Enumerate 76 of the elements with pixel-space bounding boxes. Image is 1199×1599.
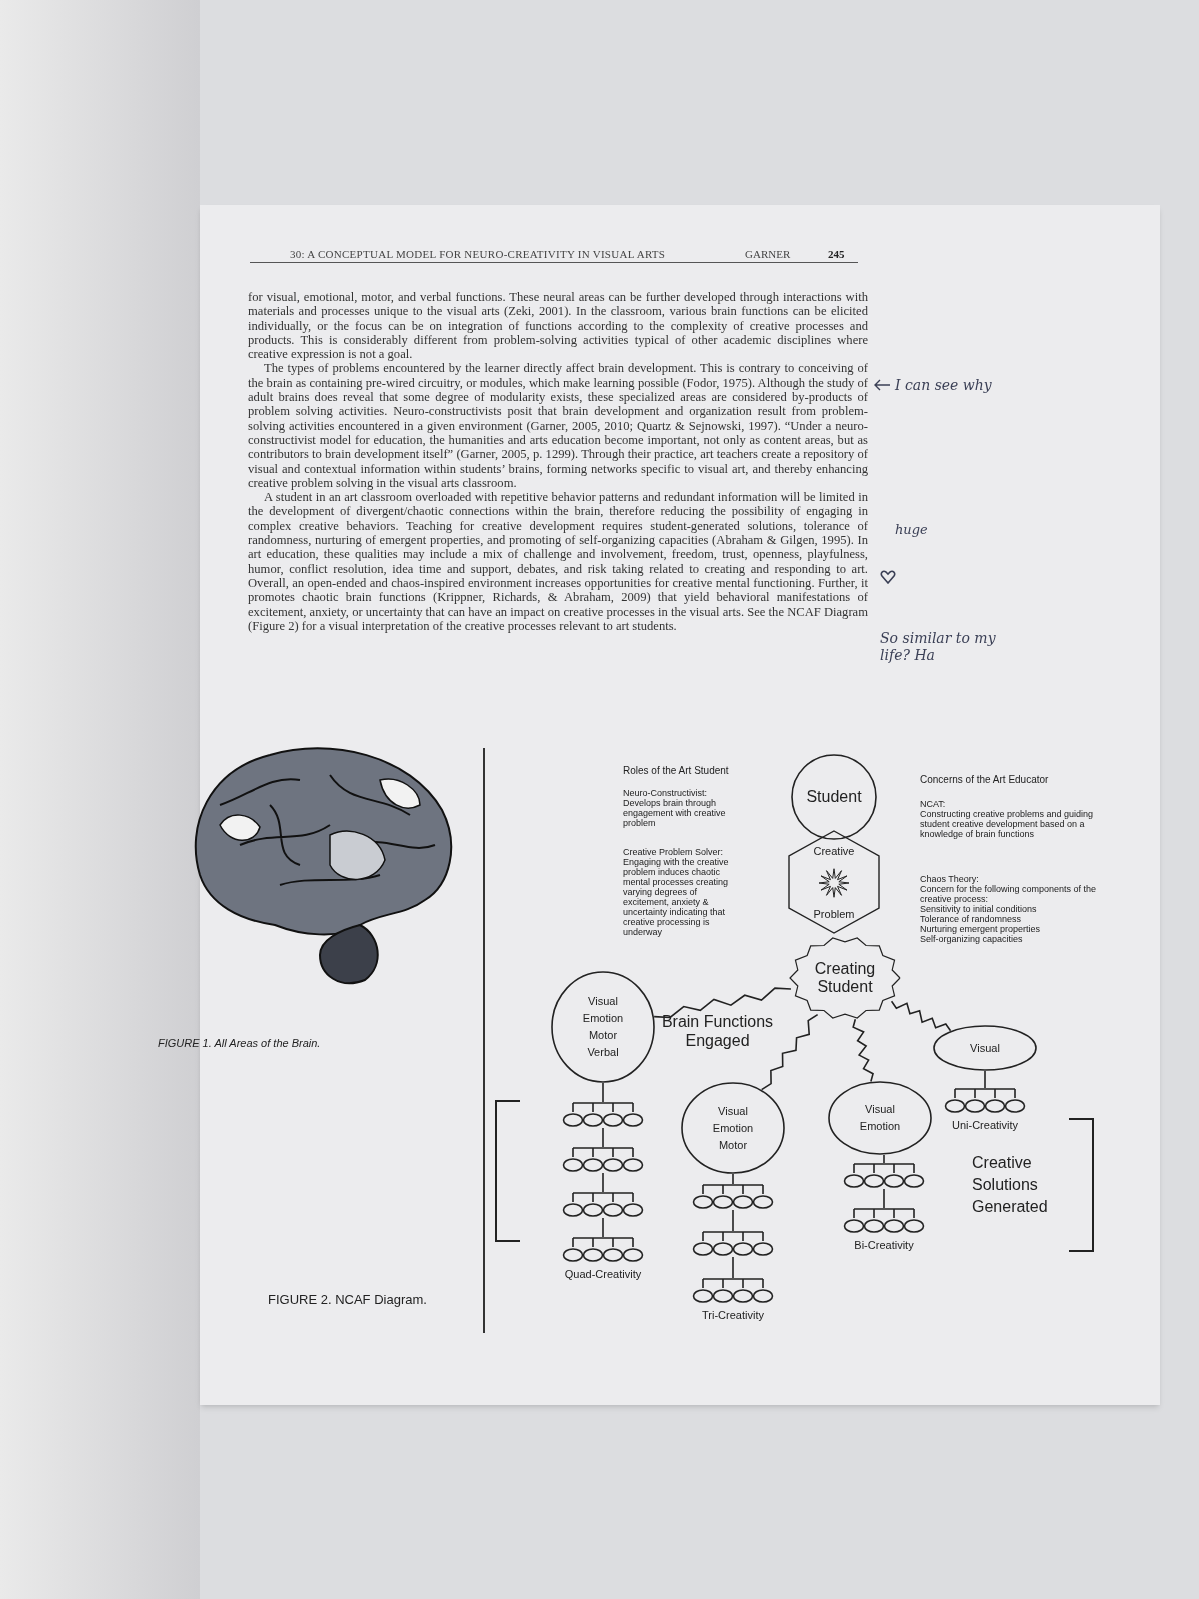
paragraph: for visual, emotional, motor, and verbal functions. These neural areas can be further developed through interactions with materials and processes unique to the visual arts (Zeki, 2001). In the classroom, various brain functions can be elicited individually, or the focus can be on integration of functions according to the complexity of creative processes and products. This is considerably different from problem-solving activities typical of other academic disciplines where creative expression is not a goal. [248,290,868,362]
ellipse-cluster [943,1088,1027,1114]
node-label: Creating Student [813,960,877,996]
ellipse-node [551,971,655,1083]
connector-line [852,1018,874,1083]
paragraph: The types of problems encountered by the learner directly affect brain development. This is contrary to conceiving of the brain as containing pre-wired circuitry, or modules, which make learning possible (Fodor, 1975). Although the study of adult brains does reveal that some degree of modularity exists, these specialized areas are considered by-products of problem solving activities. Neuro-constructivists posit that brain development and organization result from problem-solving activities encountered in a given environment (Garner, 2005, 2010; Quartz & Sejnowski, 1997). “Under a neuro-constructivist model for education, the humanities and arts education become important, not only as content areas, but as contributors to brain development itself” (Garner, 2005, p. 1299). Through their practice, art teachers create a repository of visual and contextual information within students’ brains, forming networks specific to visual art, and thereby enhancing creative problem solving in the visual arts classroom. [248,361,868,491]
connector-line [602,1082,604,1103]
node-label: Emotion [859,1121,901,1132]
connector-line [602,1127,604,1148]
connector-line [653,987,792,1019]
node-label: Verbal [587,1047,619,1058]
connector-line [760,1013,819,1091]
ellipse-cluster [842,1163,926,1189]
node-label: Visual [718,1105,748,1117]
node-label: Emotion [582,1013,624,1024]
cluster-caption: Tri-Creativity [701,1308,765,1323]
ellipse-cluster [561,1147,645,1173]
ellipse-cluster [691,1231,775,1257]
list-item: Tolerance of randomness [920,914,1023,924]
circle-node [791,754,877,840]
handwritten-note: huge [895,521,928,539]
running-header: 30: A CONCEPTUAL MODEL FOR NEURO-CREATIVITY IN VISUAL ARTS [290,247,666,262]
role-title: Creative Problem Solver: [623,847,724,857]
role-description: Engaging with the creative problem induces chaotic mental processes creating varying degrees of excitement, anxiety & uncertainty indicating that creative processing is underway [623,857,730,937]
ellipse-cluster [691,1184,775,1210]
figure-caption: FIGURE 1. All Areas of the Brain. [158,1036,321,1051]
node-label: Visual [588,996,618,1007]
page-number: 245 [828,247,845,262]
node-label: Visual [970,1042,1000,1054]
connector-line [890,1000,952,1032]
diagram-label: Brain Functions Engaged [660,1012,775,1050]
hexagon-node [788,830,880,934]
connector-line [602,1172,604,1193]
connector-line [732,1256,734,1279]
list-item: Sensitivity to initial conditions [920,904,1038,914]
role-title: Neuro-Constructivist: [623,788,708,798]
paragraph: A student in an art classroom overloaded with repetitive behavior patterns and redundant information will be limited in the development of divergent/chaotic connections within the brain, therefore reducing the possibility of engaging in complex creative behaviors. Teaching for creative development requires student-generated solutions, tolerance of randomness, nurturing of emergent properties, and promoting of self-organizing capacities (Abraham & Gilgen, 1995). In art education, these qualities may include a mix of challenge and involvement, freedom, trust, openness, playfulness, humor, conflict resolution, idea time and support, debates, and risk taking related to creating and responding to art. Overall, an open-ended and chaos-inspired environment increases opportunities for creative mental functioning. Further, it promotes chaotic brain functions (Krippner, Richards, & Abraham, 2009) that yield behavioral manifestations of excitement, anxiety, or uncertainty that can have an impact on creative processes in the visual arts. See the NCAF Diagram (Figure 2) for a visual interpretation of the creative processes relevant to art students. [248,490,868,634]
node-label: Problem [813,909,855,920]
node-label: Motor [718,1139,748,1151]
concern-description: Constructing creative problems and guiding student creative development based on a knowledge of brain functions [920,809,1095,839]
column-heading: Concerns of the Art Educator [920,773,1049,787]
ellipse-node [933,1025,1037,1071]
ellipse-cluster [842,1208,926,1234]
handwritten-note: I can see why [895,376,992,395]
ellipse-node [681,1082,785,1174]
handwritten-note: So similar to my life? Ha [880,630,997,664]
ellipse-cluster [561,1237,645,1263]
connector-line [732,1173,734,1185]
concern-title: Chaos Theory: [920,874,980,884]
node-label: Visual [865,1104,895,1115]
diagram-label: Creative Solutions Generated [972,1153,1049,1217]
node-label: Student [805,788,863,806]
list-item: Nurturing emergent properties [920,924,1042,934]
ellipse-cluster [561,1102,645,1128]
list-item: Self-organizing capacities [920,934,1024,944]
author-name: GARNER [745,247,791,262]
ellipse-node [828,1081,932,1155]
connector-line [883,1188,885,1209]
cluster-caption: Quad-Creativity [563,1267,643,1282]
connector-line [732,1209,734,1232]
concern-title: NCAT: [920,799,946,809]
connector-line [602,1217,604,1238]
ellipse-cluster [691,1278,775,1304]
node-label: Motor [588,1030,618,1041]
node-label: Emotion [712,1122,754,1134]
role-description: Develops brain through engagement with creative problem [623,798,727,828]
connector-line [984,1070,986,1089]
cluster-caption: Bi-Creativity [853,1238,915,1253]
figure-caption: FIGURE 2. NCAF Diagram. [268,1291,427,1309]
connector-line [883,1154,885,1164]
cluster-caption: Uni-Creativity [951,1118,1019,1133]
ellipse-cluster [561,1192,645,1218]
starburst-node [789,936,901,1020]
node-label: Creative [813,846,855,857]
concern-description: Concern for the following components of the creative process: [920,884,1098,904]
column-heading: Roles of the Art Student [623,764,729,778]
